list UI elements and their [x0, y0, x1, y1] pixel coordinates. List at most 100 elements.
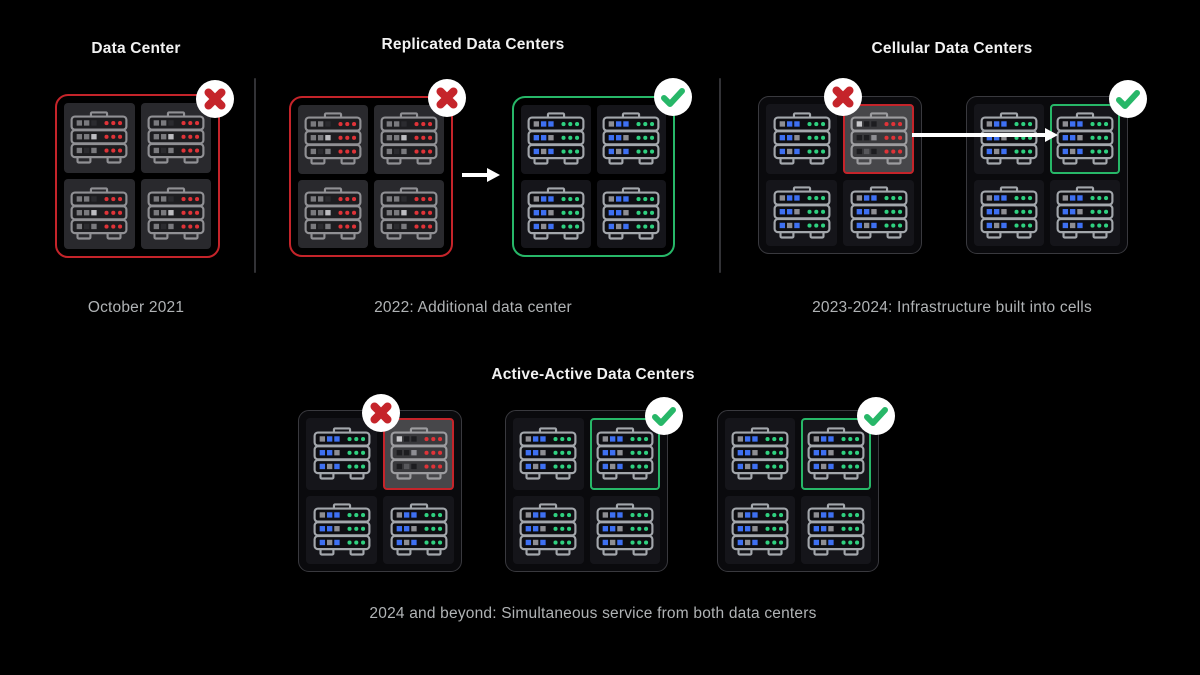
section-divider	[254, 78, 256, 273]
section-divider	[719, 78, 721, 273]
x-icon	[832, 86, 854, 108]
server-cell-healthy	[306, 496, 377, 564]
server-cell-healthy	[766, 104, 837, 174]
server-cell-healthy	[974, 180, 1044, 246]
server-rack-icon	[731, 503, 789, 556]
x-icon	[370, 402, 392, 424]
x-icon	[204, 88, 226, 110]
server-cell-fail	[383, 418, 454, 490]
server-cell-legacy	[374, 105, 444, 174]
server-cell-healthy	[596, 179, 666, 248]
fail-badge-icon	[196, 80, 234, 118]
server-rack-icon	[980, 186, 1038, 239]
dc-cellular-right	[966, 96, 1128, 254]
section-title-cellular: Cellular Data Centers	[871, 40, 1033, 57]
server-rack-icon	[527, 187, 585, 240]
dc-october-2021	[55, 94, 220, 258]
server-rack-icon	[304, 112, 362, 165]
server-cell-healthy	[843, 180, 914, 246]
server-cell-legacy	[140, 103, 211, 173]
server-rack-icon	[807, 503, 865, 556]
ok-badge-icon	[645, 397, 683, 435]
server-rack-icon	[527, 112, 585, 165]
server-cell-legacy	[140, 179, 211, 249]
server-rack-icon	[596, 503, 654, 556]
server-rack-icon	[313, 503, 370, 556]
check-icon	[864, 407, 888, 426]
server-cell-legacy	[298, 179, 368, 248]
server-cell-healthy	[513, 496, 584, 564]
server-rack-icon	[390, 503, 447, 556]
server-rack-icon	[147, 187, 205, 240]
server-rack-icon	[602, 112, 660, 165]
server-rack-icon	[390, 427, 447, 480]
server-rack-icon	[731, 427, 789, 480]
section-title-data-center: Data Center	[91, 40, 181, 57]
section-caption-replicated: 2022: Additional data center	[374, 299, 572, 316]
server-cell-healthy	[801, 496, 871, 564]
server-cell-healthy	[725, 418, 795, 490]
server-cell-healthy	[974, 104, 1044, 174]
dc-active-left	[298, 410, 462, 572]
server-rack-icon	[519, 427, 577, 480]
server-cell-legacy	[374, 179, 444, 248]
server-rack-icon	[1056, 186, 1114, 239]
server-cell-healthy	[521, 179, 591, 248]
section-caption-active-active: 2024 and beyond: Simultaneous service fr…	[369, 605, 817, 622]
dc-cellular-left	[758, 96, 922, 254]
server-cell-ok	[1050, 104, 1120, 174]
server-rack-icon	[519, 503, 577, 556]
server-rack-icon	[596, 427, 654, 480]
server-rack-icon	[70, 111, 128, 164]
server-cell-healthy	[766, 180, 837, 246]
server-cell-legacy	[64, 103, 135, 173]
server-cell-healthy	[521, 105, 591, 174]
server-cell-healthy	[306, 418, 377, 490]
server-cell-healthy	[383, 496, 454, 564]
server-cell-healthy	[1050, 180, 1120, 246]
server-cell-healthy	[596, 105, 666, 174]
dc-active-middle	[505, 410, 668, 572]
dc-2022-primary	[289, 96, 453, 257]
server-cell-healthy	[513, 418, 584, 490]
server-rack-icon	[304, 187, 362, 240]
server-cell-legacy	[64, 179, 135, 249]
server-rack-icon	[980, 112, 1038, 165]
server-rack-icon	[380, 187, 438, 240]
check-icon	[1116, 90, 1140, 109]
ok-badge-icon	[857, 397, 895, 435]
server-rack-icon	[1056, 112, 1114, 165]
server-rack-icon	[850, 112, 907, 165]
arrow-replication-icon	[462, 167, 500, 183]
server-rack-icon	[807, 427, 865, 480]
dc-2022-replica	[512, 96, 675, 257]
check-icon	[661, 88, 685, 107]
server-rack-icon	[313, 427, 370, 480]
server-rack-icon	[602, 187, 660, 240]
server-cell-healthy	[725, 496, 795, 564]
server-rack-icon	[70, 187, 128, 240]
server-rack-icon	[773, 112, 830, 165]
server-cell-healthy	[589, 496, 660, 564]
x-icon	[436, 87, 458, 109]
server-cell-ok	[801, 418, 871, 490]
fail-badge-icon	[362, 394, 400, 432]
dc-active-right	[717, 410, 879, 572]
arrow-cell-failover-icon	[912, 127, 1058, 143]
server-cell-fail	[843, 104, 914, 174]
server-rack-icon	[147, 111, 205, 164]
check-icon	[652, 407, 676, 426]
section-title-replicated: Replicated Data Centers	[381, 36, 565, 53]
section-caption-data-center: October 2021	[87, 299, 185, 316]
ok-badge-icon	[654, 78, 692, 116]
server-rack-icon	[850, 186, 907, 239]
server-rack-icon	[773, 186, 830, 239]
server-cell-ok	[589, 418, 660, 490]
fail-badge-icon	[428, 79, 466, 117]
section-title-active-active: Active-Active Data Centers	[491, 366, 695, 383]
ok-badge-icon	[1109, 80, 1147, 118]
section-caption-cellular: 2023-2024: Infrastructure built into cel…	[812, 299, 1092, 316]
server-rack-icon	[380, 112, 438, 165]
